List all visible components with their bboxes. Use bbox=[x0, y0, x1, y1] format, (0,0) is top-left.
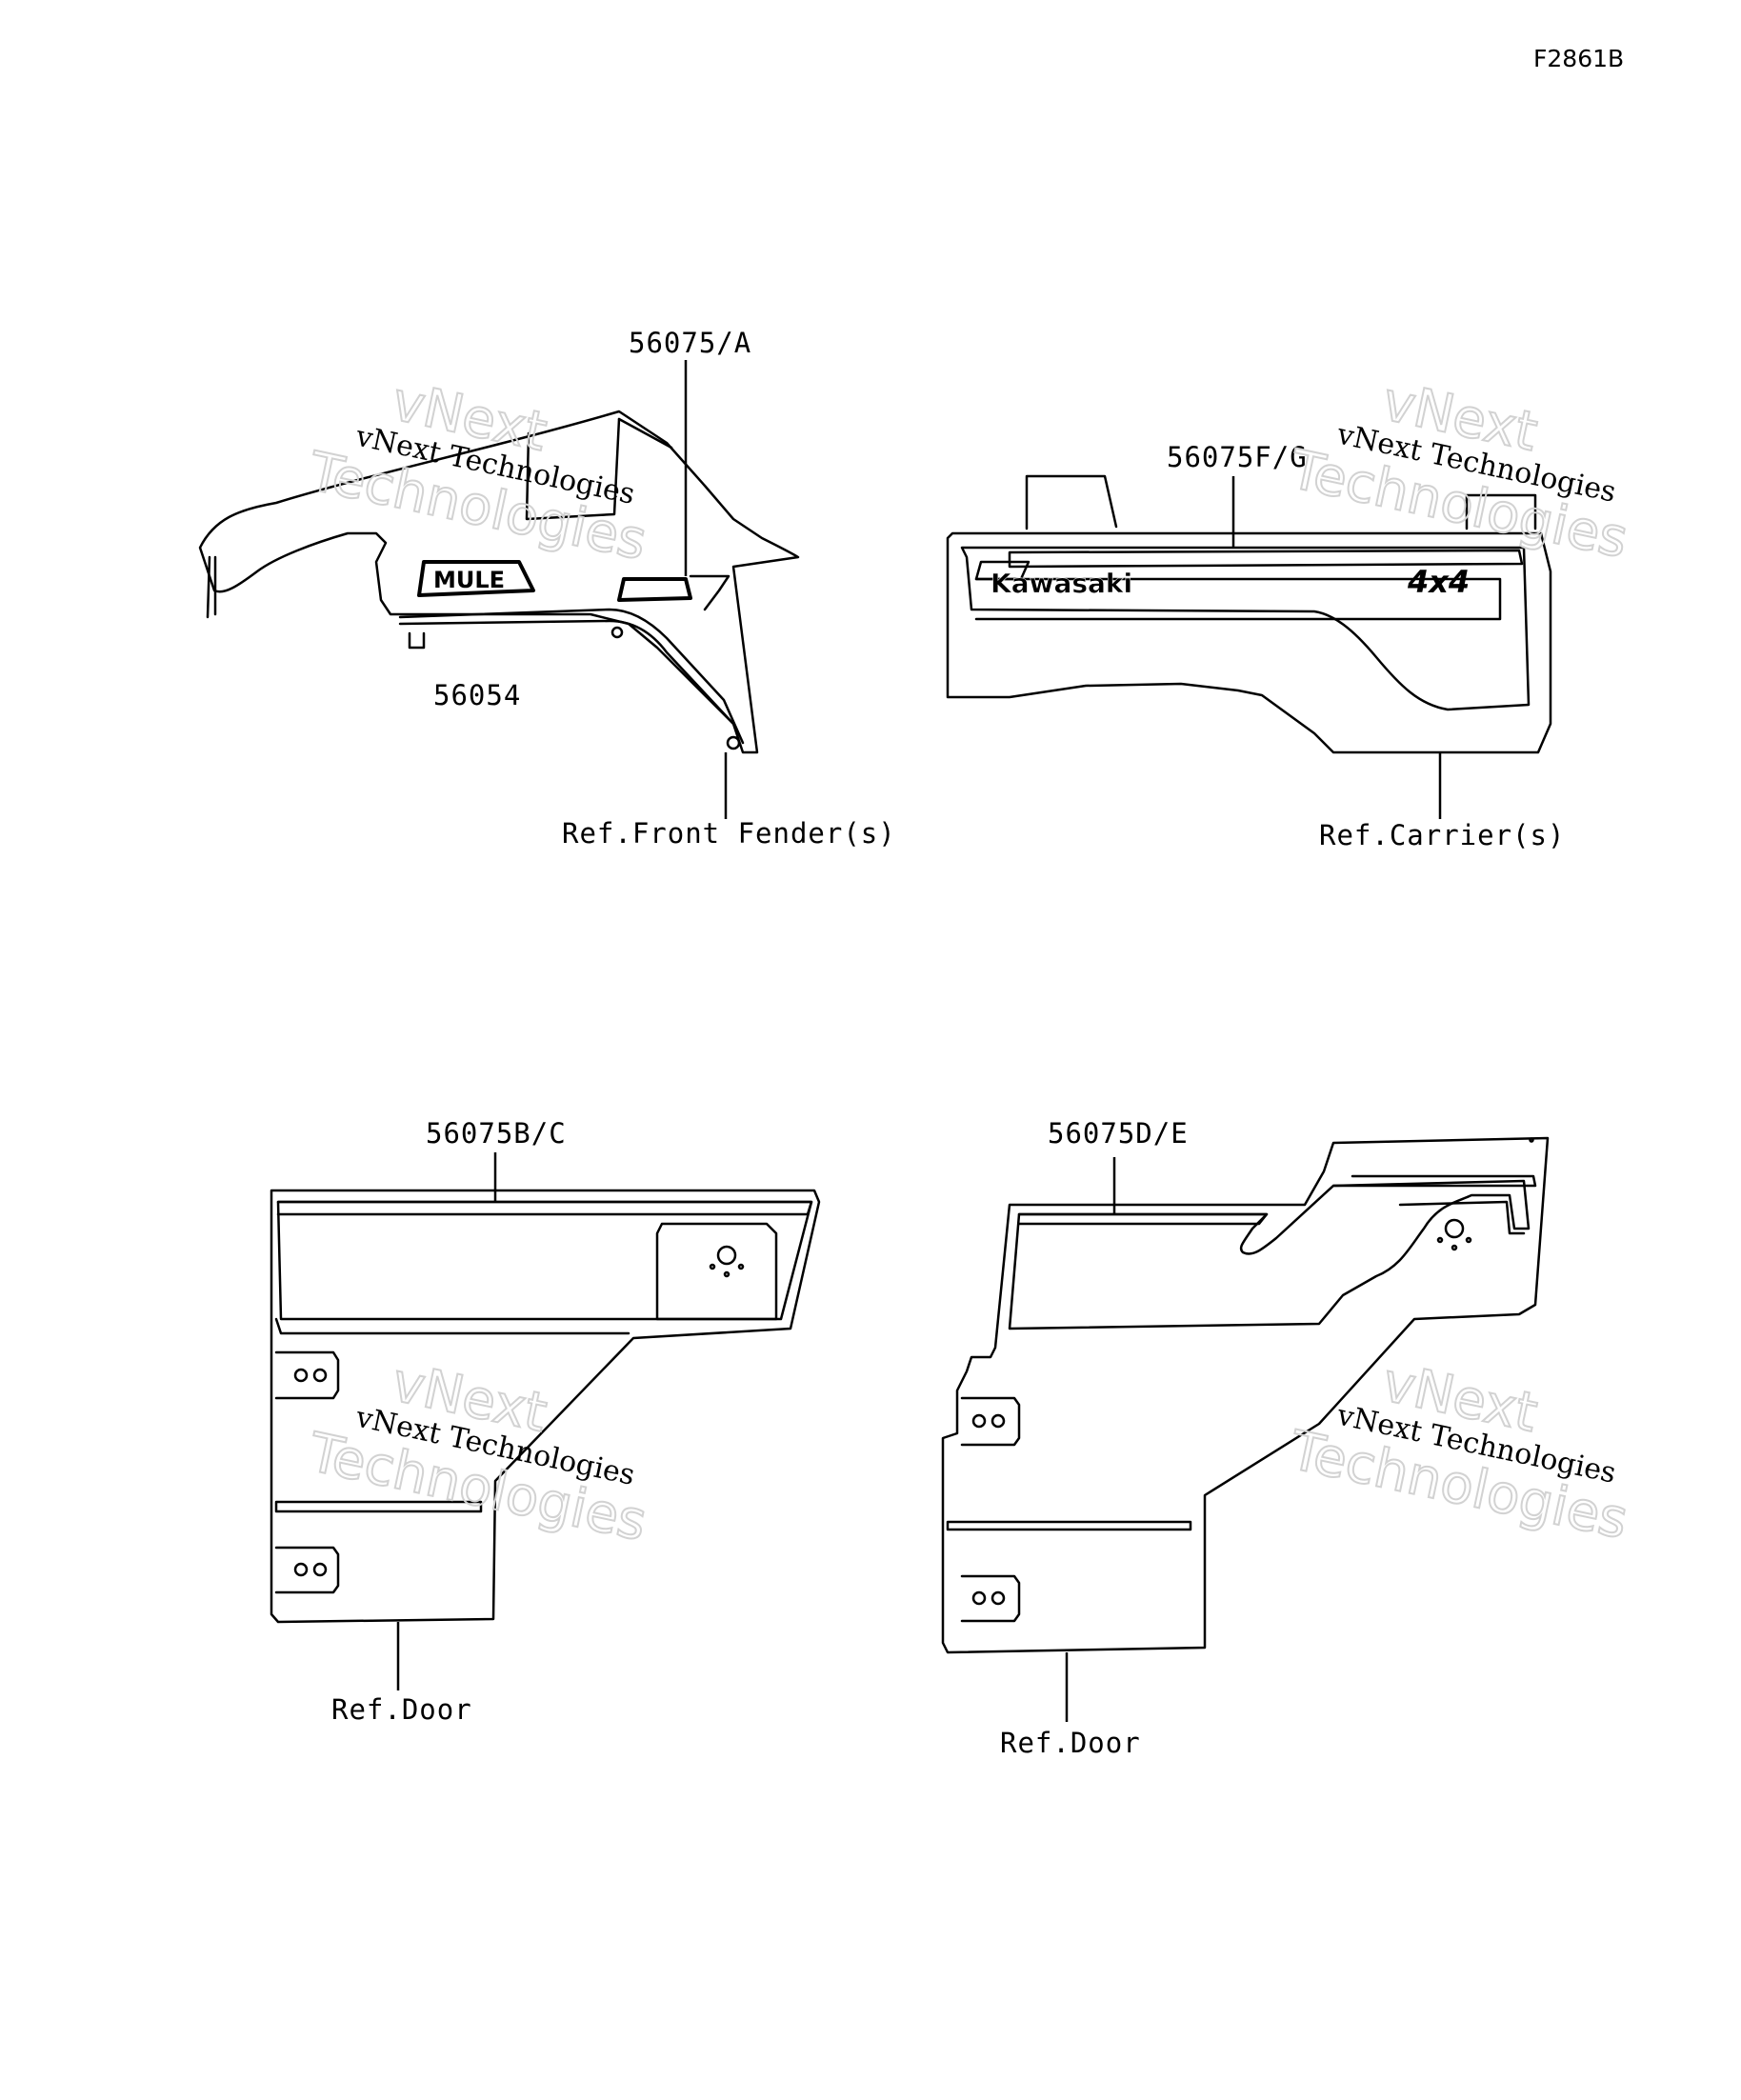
watermark-2: vNext vNext Technologies Technologies bbox=[1284, 354, 1651, 570]
label-ref-door-right: Ref.Door bbox=[1000, 1727, 1141, 1759]
4x4-badge: 4x4 bbox=[1407, 564, 1470, 600]
kawasaki-logo: Kawasaki bbox=[991, 568, 1132, 599]
watermark-1: vNext vNext Technologies Technologies bbox=[303, 356, 670, 572]
label-ref-front-fender: Ref.Front Fender(s) bbox=[562, 817, 896, 850]
figure-code: F2861B bbox=[1533, 45, 1624, 72]
watermark-4: vNext vNext Technologies Technologies bbox=[1284, 1335, 1651, 1551]
label-ref-carrier: Ref.Carrier(s) bbox=[1319, 819, 1565, 851]
watermark-3: vNext vNext Technologies Technologies bbox=[303, 1337, 670, 1553]
label-ref-door-left: Ref.Door bbox=[331, 1693, 472, 1726]
label-56075a: 56075/A bbox=[629, 327, 751, 359]
mule-badge: MULE bbox=[419, 562, 533, 595]
label-56075de: 56075D/E bbox=[1048, 1117, 1189, 1150]
label-56054: 56054 bbox=[433, 679, 521, 711]
label-56075fg: 56075F/G bbox=[1167, 441, 1308, 473]
door-left-drawing bbox=[271, 1152, 819, 1690]
label-56075bc: 56075B/C bbox=[426, 1117, 567, 1150]
mule-badge-text: MULE bbox=[433, 567, 505, 593]
